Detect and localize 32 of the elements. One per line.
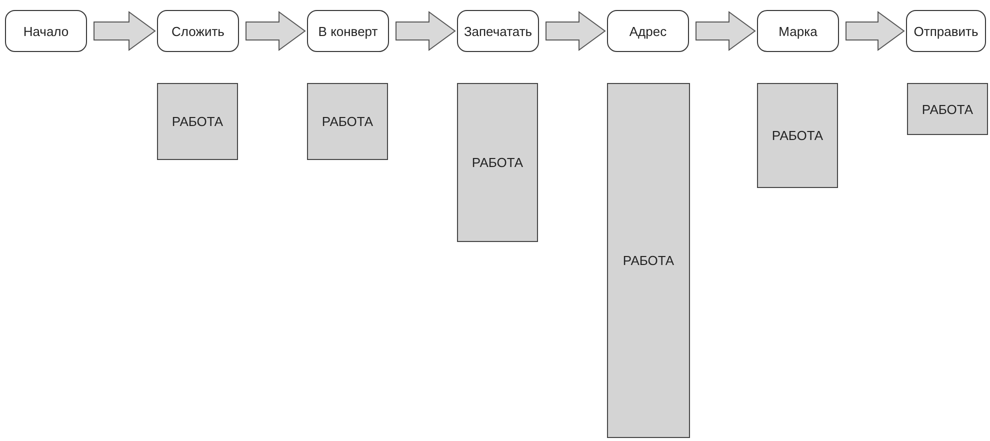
- block-arrow: [396, 11, 456, 51]
- node-label: Адрес: [629, 24, 667, 38]
- block-arrow: [696, 11, 756, 51]
- process-box: [457, 10, 539, 52]
- work-bar: [907, 83, 988, 135]
- node-label: Запечатать: [464, 24, 532, 38]
- node-label: В конверт: [318, 24, 378, 38]
- block-arrow: [546, 11, 606, 51]
- node-label: РАБОТА: [622, 253, 674, 268]
- block-arrow: [846, 11, 905, 51]
- process-box: [607, 10, 689, 52]
- node-label: РАБОТА: [922, 102, 974, 116]
- process-box: [157, 10, 239, 52]
- work-bar: [607, 83, 690, 438]
- process-box: [5, 10, 87, 52]
- node-label: РАБОТА: [172, 114, 224, 129]
- process-box: [307, 10, 389, 52]
- work-bar: [457, 83, 538, 242]
- node-label: РАБОТА: [472, 155, 524, 170]
- node-label: Начало: [23, 24, 69, 38]
- work-bar: [307, 83, 388, 160]
- block-arrow: [94, 11, 156, 51]
- node-label: РАБОТА: [772, 128, 824, 143]
- process-box: [757, 10, 839, 52]
- node-label: РАБОТА: [322, 114, 374, 129]
- node-label: Сложить: [172, 24, 224, 38]
- process-box: [906, 10, 986, 52]
- node-label: Марка: [778, 24, 818, 38]
- work-bar: [157, 83, 238, 160]
- block-arrow: [246, 11, 306, 51]
- work-bar: [757, 83, 838, 188]
- node-label: Отправить: [914, 24, 978, 38]
